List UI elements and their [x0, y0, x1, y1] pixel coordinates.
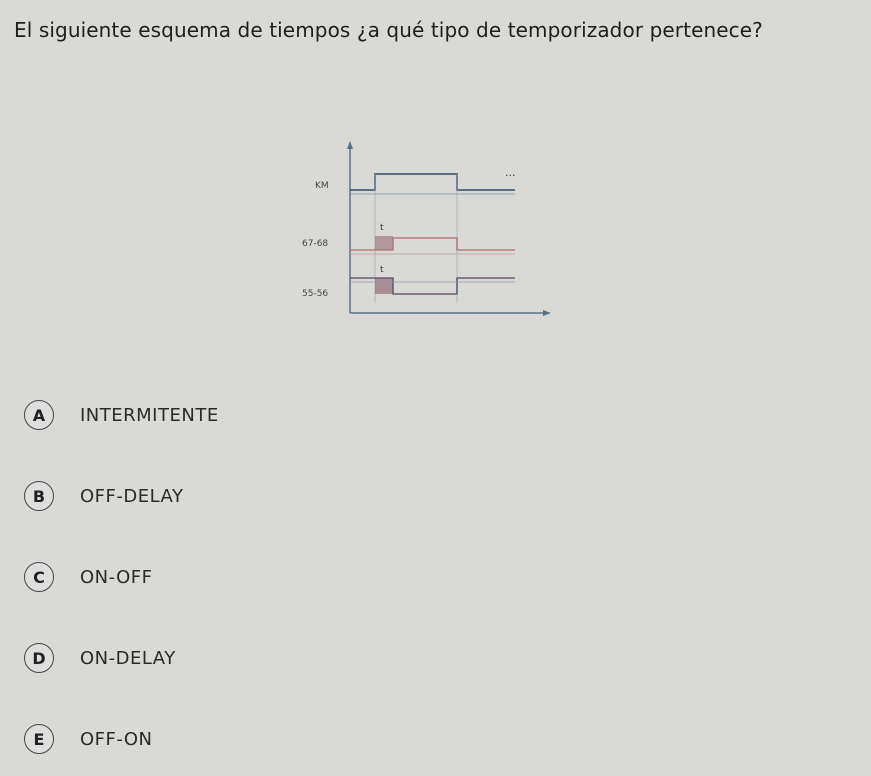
option-text-c: ON-OFF — [80, 566, 153, 588]
option-e[interactable]: E OFF-ON — [24, 722, 219, 756]
contact-67-68-trace — [350, 237, 515, 251]
signal-label-km: KM — [315, 181, 329, 191]
delay-shade-2 — [375, 278, 393, 294]
option-d[interactable]: D ON-DELAY — [24, 641, 219, 675]
option-letter-c: C — [24, 562, 54, 592]
signal-label-55-56: 55-56 — [302, 289, 328, 299]
answer-options: A INTERMITENTE B OFF-DELAY C ON-OFF D ON… — [24, 398, 219, 756]
option-text-d: ON-DELAY — [80, 647, 176, 669]
delay-shade-1 — [375, 236, 393, 250]
timing-diagram: KM ... t 67-68 t 55-56 — [295, 138, 565, 328]
option-text-e: OFF-ON — [80, 728, 153, 750]
option-letter-e: E — [24, 724, 54, 754]
option-letter-d: D — [24, 643, 54, 673]
option-letter-a: A — [24, 400, 54, 430]
time-mark-2: t — [380, 265, 384, 275]
question-text: El siguiente esquema de tiempos ¿a qué t… — [14, 18, 763, 42]
km-trace — [350, 173, 515, 191]
x-axis-arrow — [543, 310, 551, 316]
signal-label-67-68: 67-68 — [302, 239, 328, 249]
option-text-a: INTERMITENTE — [80, 404, 219, 426]
option-a[interactable]: A INTERMITENTE — [24, 398, 219, 432]
contact-55-56-trace — [350, 277, 515, 295]
option-b[interactable]: B OFF-DELAY — [24, 479, 219, 513]
ellipsis-mark: ... — [505, 166, 516, 179]
y-axis-arrow — [347, 141, 353, 149]
option-letter-b: B — [24, 481, 54, 511]
time-mark-1: t — [380, 223, 384, 233]
option-c[interactable]: C ON-OFF — [24, 560, 219, 594]
option-text-b: OFF-DELAY — [80, 485, 184, 507]
